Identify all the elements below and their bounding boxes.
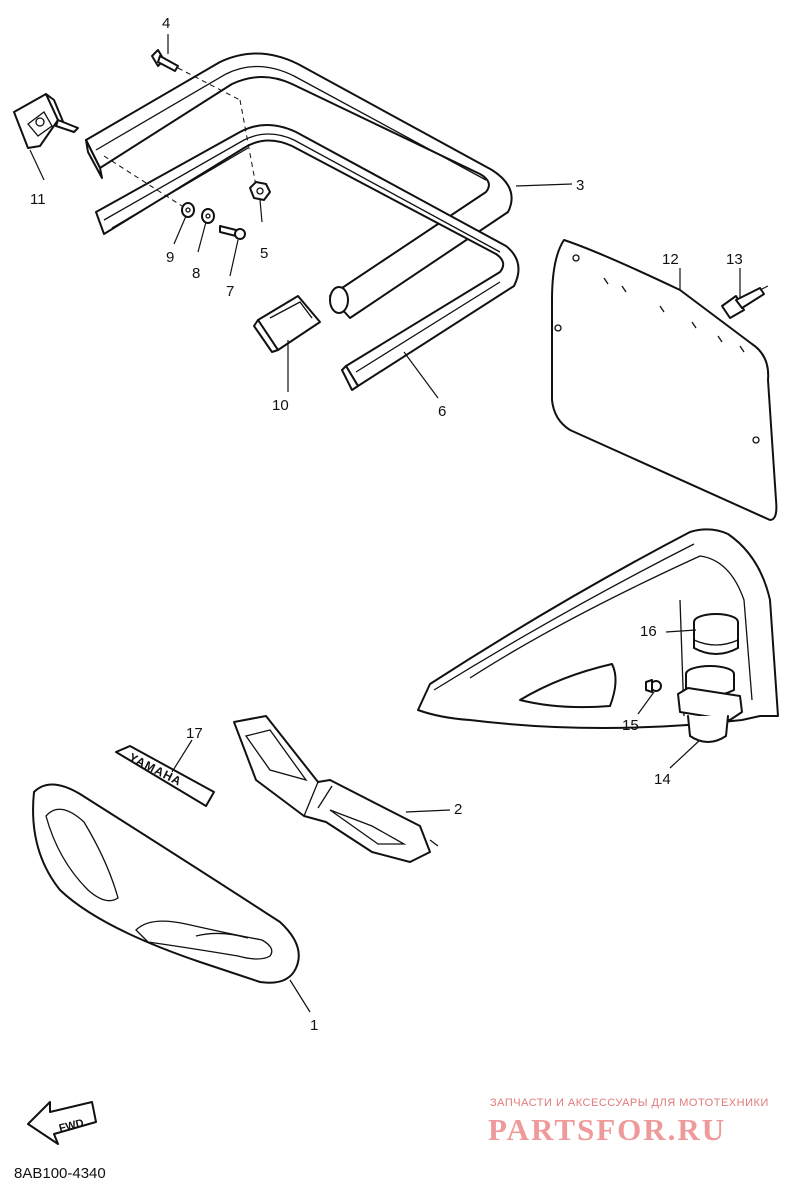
- callout-16: 16: [640, 623, 657, 640]
- part-17-emblem: YAMAHA: [115, 745, 215, 807]
- callout-2: 2: [454, 801, 462, 818]
- callout-10: 10: [272, 397, 289, 414]
- part-12-panel: [551, 239, 778, 521]
- watermark: ЗАПЧАСТИ И АКСЕССУАРЫ ДЛЯ МОТОТЕХНИКИ PA…: [488, 1097, 769, 1147]
- part-3-frame-rail: [85, 52, 513, 319]
- part-9-washer: [103, 155, 195, 218]
- diagram-code: 8AB100-4340: [14, 1165, 106, 1182]
- part-10-pad: [253, 295, 321, 353]
- callout-4: 4: [162, 15, 170, 32]
- callout-7: 7: [226, 283, 234, 300]
- callout-13: 13: [726, 251, 743, 268]
- callout-11: 11: [30, 191, 46, 208]
- watermark-tagline: ЗАПЧАСТИ И АКСЕССУАРЫ ДЛЯ МОТОТЕХНИКИ: [490, 1097, 769, 1109]
- part-4-screw: [151, 49, 241, 101]
- callout-17: 17: [186, 725, 203, 742]
- part-1-grille: [32, 783, 300, 984]
- callout-1: 1: [310, 1017, 318, 1034]
- part-2-air-duct: [233, 715, 439, 863]
- part-14-lamp-holder: [677, 665, 743, 743]
- part-13-rivet: [721, 285, 769, 319]
- fwd-arrow: FWD: [27, 1101, 97, 1145]
- watermark-brand: PARTSFOR.RU: [488, 1112, 726, 1147]
- part-11-bracket: [13, 93, 79, 149]
- fwd-arrow-label: FWD: [58, 1117, 85, 1135]
- callout-15: 15: [622, 717, 639, 734]
- part-6-seal-strip: [95, 124, 520, 391]
- callout-12: 12: [662, 251, 679, 268]
- callout-6: 6: [438, 403, 446, 420]
- callout-8: 8: [192, 265, 200, 282]
- part-15-bulb: [645, 679, 662, 693]
- leader-lines: [29, 34, 741, 1013]
- callout-labels: 1 2 3 4 5 6 7 8 9 10 11 12 13 14 15 16 1…: [30, 15, 743, 1034]
- emblem-text: YAMAHA: [127, 750, 185, 789]
- callout-5: 5: [260, 245, 268, 262]
- part-7-bolt: [219, 225, 246, 240]
- part-8-washer: [201, 208, 215, 224]
- callout-14: 14: [654, 771, 671, 788]
- part-5-nut: [239, 99, 271, 201]
- callout-9: 9: [166, 249, 174, 266]
- part-16-socket: [693, 613, 739, 655]
- callout-3: 3: [576, 177, 584, 194]
